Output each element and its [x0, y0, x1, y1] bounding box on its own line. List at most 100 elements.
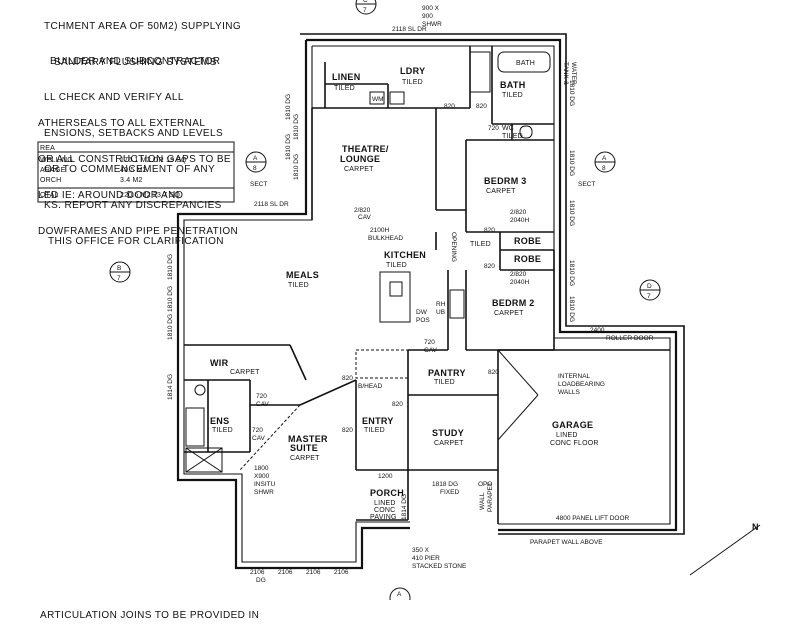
- cooktop: [449, 289, 465, 319]
- room-finish: TILED: [364, 427, 385, 434]
- annotation: 1810 DG: [167, 314, 174, 340]
- room-name: BATH: [500, 80, 526, 90]
- fixtures: [185, 51, 551, 473]
- room-name: SUITE: [290, 443, 318, 453]
- room-finish: PAVING: [370, 514, 397, 521]
- room-name: LOUNGE: [340, 154, 380, 164]
- note-weatherseal: ATHERSEALS TO ALL EXTERNAL OR ALL CONSTR…: [38, 94, 238, 250]
- annotation: 720: [252, 427, 263, 434]
- annotation: C: [363, 0, 368, 4]
- annotation: 1814 DG: [401, 494, 408, 520]
- annotation: TILED: [470, 241, 491, 248]
- annotation: 1810 DG: [167, 286, 174, 312]
- annotation: INSITU: [254, 481, 276, 488]
- note-line: TCHMENT AREA OF 50M2) SUPPLYING: [44, 21, 242, 32]
- annotation: FIXED: [440, 489, 459, 496]
- ensuite-bath: [185, 407, 205, 447]
- bathtub: [497, 51, 551, 73]
- room-name: THEATRE/: [342, 144, 389, 154]
- room-name: ROBE: [514, 254, 541, 264]
- annotation: 1810 DG: [167, 254, 174, 280]
- room-finish: LINED: [556, 432, 578, 439]
- room-name: WIR: [210, 358, 229, 368]
- note-line: DOWFRAMES AND PIPE PENETRATION: [38, 226, 239, 237]
- annotation: 2/820: [510, 271, 527, 278]
- shower-ens: [185, 447, 223, 473]
- room-name: BEDRM 3: [484, 176, 527, 186]
- room-finish: CONC FLOOR: [550, 440, 599, 447]
- annotation: WATER: [570, 62, 577, 85]
- annotation: 2106: [306, 569, 321, 576]
- area-table-box: [37, 141, 235, 203]
- room-name: MEALS: [286, 270, 319, 280]
- annotation: 1810 DG: [293, 114, 300, 140]
- annotation: 410 PIER: [412, 555, 440, 562]
- sink: [389, 281, 403, 297]
- annotation: TANK &: [562, 62, 569, 86]
- annotation: OPENING: [450, 232, 457, 262]
- annotation: A: [602, 155, 607, 162]
- annotation: 820: [342, 427, 353, 434]
- room-name: BEDRM 2: [492, 298, 535, 308]
- annotation: 720: [256, 393, 267, 400]
- annotation: LOADBEARING: [558, 381, 605, 388]
- annotation: WALLS: [558, 389, 580, 396]
- annotation: 7: [363, 7, 367, 14]
- annotation: 2106: [334, 569, 349, 576]
- annotation: 1810 DG: [568, 80, 575, 106]
- area-row-value: 3.4 M2: [120, 177, 143, 184]
- annotation: SECT: [250, 181, 267, 188]
- external-walls: [176, 33, 685, 570]
- annotation: 1810 DG: [285, 134, 292, 160]
- room-finish: TILED: [288, 282, 309, 289]
- annotation: SHWR: [254, 489, 274, 496]
- room-finish: CARPET: [290, 455, 320, 462]
- annotation: DW: [416, 309, 428, 316]
- note-line: ATHERSEALS TO ALL EXTERNAL: [38, 118, 206, 129]
- annotation: POS: [416, 317, 430, 324]
- room-finish: TILED: [334, 85, 355, 92]
- annotation: INTERNAL: [558, 373, 591, 380]
- annotation: 720: [424, 339, 435, 346]
- note-line: THIS OFFICE FOR CLARIFICATION: [48, 236, 224, 247]
- annotation: 820: [476, 103, 487, 110]
- area-row-value: 176.1 M2 OR 19 SQ: [120, 157, 187, 164]
- annotation: 2/820: [354, 207, 371, 214]
- room-labels: LINEN TILED LDRY TILED BATH TILED WC TIL…: [210, 66, 599, 521]
- annotation: 4800 PANEL LIFT DOOR: [556, 515, 630, 522]
- note-top: TCHMENT AREA OF 50M2) SUPPLYING SANITARY…: [44, 0, 241, 81]
- annotation: 8: [602, 165, 606, 172]
- annotation: SECT: [578, 181, 595, 188]
- room-finish: TILED: [386, 262, 407, 269]
- annotation: 1814 DG: [167, 374, 174, 400]
- room-name: KITCHEN: [384, 250, 426, 260]
- area-row-value: 40.5 M2: [120, 167, 147, 174]
- annotation: B/HEAD: [358, 383, 383, 390]
- annotation: CAV: [252, 435, 266, 442]
- note-line: OR ALL CONSTRUCTION GAPS TO BE: [38, 154, 231, 165]
- annotation: 8: [253, 165, 257, 172]
- annotation: 1810 DG: [568, 260, 575, 286]
- annotation: ROLLER DOOR: [606, 335, 654, 342]
- note-line: SANITARY FLUSHING SYSTEMS: [54, 57, 217, 68]
- annotation: 720: [488, 125, 499, 132]
- shower-top: [469, 51, 491, 93]
- room-name: ROBE: [514, 236, 541, 246]
- annotation: 2040H: [510, 279, 529, 286]
- room-finish: CARPET: [344, 166, 374, 173]
- section-markers: [109, 0, 761, 600]
- room-finish: LINED: [374, 500, 396, 507]
- annotation: 820: [484, 263, 495, 270]
- room-name: PORCH: [370, 488, 404, 498]
- annotation: 7: [647, 293, 651, 300]
- room-finish: CARPET: [486, 188, 516, 195]
- area-row-value: 220.6 M2 23.7 SQ: [120, 192, 180, 199]
- toilet-ens: [194, 384, 206, 396]
- annotation: A: [397, 591, 402, 598]
- room-finish: TILED: [502, 92, 523, 99]
- room-name: STUDY: [432, 428, 464, 438]
- north-icon: N: [752, 522, 759, 532]
- annotation: 2/820: [510, 209, 527, 216]
- room-name: WC: [502, 125, 514, 132]
- annotation: 1810 DG: [293, 154, 300, 180]
